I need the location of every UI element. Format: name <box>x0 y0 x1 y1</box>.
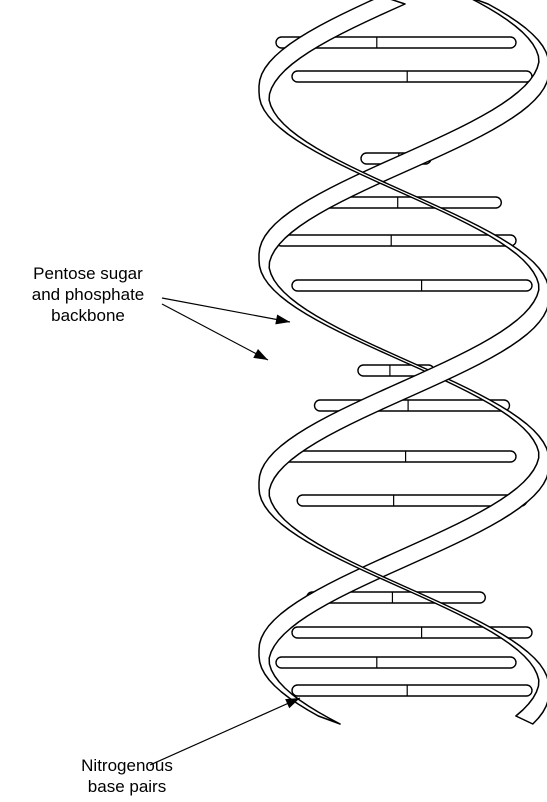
backbone-label-line-3: backbone <box>2 305 174 326</box>
base-pair-rung <box>276 657 516 668</box>
base-pairs-label-line-2: base pairs <box>72 776 182 797</box>
base-pair-rung <box>276 235 516 246</box>
base-pair-rung <box>323 197 502 208</box>
backbone-arrow-lower <box>162 304 268 360</box>
backbone-strand-a <box>259 0 547 724</box>
base-pair-rung <box>292 685 532 696</box>
backbone-label-line-1: Pentose sugar <box>2 263 174 284</box>
base-pair-rung <box>276 451 516 462</box>
backbone-arrow-upper <box>162 298 290 324</box>
backbone-label-line-2: and phosphate <box>2 284 174 305</box>
pointer-arrows <box>150 298 300 765</box>
backbone-label: Pentose sugar and phosphate backbone <box>2 263 174 326</box>
base-pairs-label: Nitrogenous base pairs <box>72 755 182 797</box>
backbone-strands <box>259 0 547 724</box>
base-pairs-label-line-1: Nitrogenous <box>72 755 182 776</box>
base-pair-rung <box>292 280 532 291</box>
base-pair-rung <box>292 71 532 82</box>
